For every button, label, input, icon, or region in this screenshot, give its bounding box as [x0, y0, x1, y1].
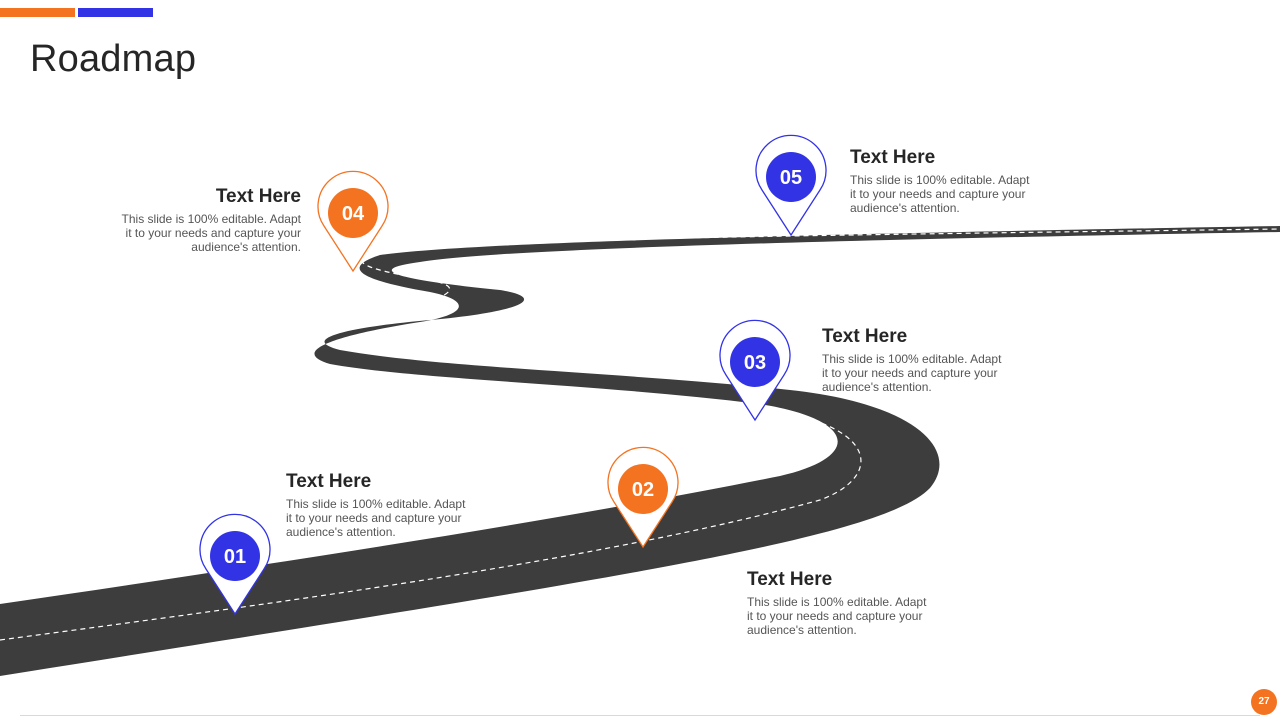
marker-label-05: 05 [780, 167, 802, 189]
milestone-heading-04: Text Here [215, 186, 301, 207]
milestone-marker-05: 05 [755, 134, 827, 237]
accent-bar-orange [0, 8, 75, 17]
milestone-marker-03: 03 [719, 319, 791, 422]
milestone-marker-02: 02 [607, 446, 679, 549]
marker-circle [766, 152, 816, 202]
footer-divider [20, 715, 1260, 716]
milestone-text-02: Text Here This slide is 100% editable. A… [747, 569, 932, 637]
milestone-text-01: Text Here This slide is 100% editable. A… [286, 471, 471, 539]
accent-bar-blue [78, 8, 153, 17]
milestone-text-03: Text Here This slide is 100% editable. A… [822, 326, 1007, 394]
page-number-badge: 27 [1251, 689, 1277, 715]
milestone-body-03: This slide is 100% editable. Adapt it to… [822, 352, 1002, 394]
road [0, 226, 1280, 676]
milestone-heading-01: Text Here [286, 471, 372, 492]
milestone-heading-03: Text Here [822, 326, 908, 347]
marker-label-03: 03 [744, 352, 766, 374]
marker-label-04: 04 [342, 203, 365, 225]
milestone-body-01: This slide is 100% editable. Adapt it to… [286, 497, 466, 539]
milestone-body-05: This slide is 100% editable. Adapt it to… [850, 173, 1030, 215]
milestone-text-04: Text Here This slide is 100% editable. A… [116, 186, 301, 254]
marker-label-01: 01 [224, 546, 246, 568]
milestone-heading-05: Text Here [850, 147, 936, 168]
milestone-heading-02: Text Here [747, 569, 833, 590]
marker-label-02: 02 [632, 479, 654, 501]
marker-circle [210, 531, 260, 581]
milestone-body-04: This slide is 100% editable. Adapt it to… [121, 212, 301, 254]
milestone-marker-04: 04 [317, 170, 389, 273]
milestone-marker-01: 01 [199, 513, 271, 616]
road-center-line [0, 228, 1280, 641]
milestone-body-02: This slide is 100% editable. Adapt it to… [747, 595, 927, 637]
marker-circle [328, 188, 378, 238]
marker-circle [730, 337, 780, 387]
milestone-text-05: Text Here This slide is 100% editable. A… [850, 147, 1035, 215]
slide-title: Roadmap [30, 38, 197, 80]
marker-circle [618, 464, 668, 514]
